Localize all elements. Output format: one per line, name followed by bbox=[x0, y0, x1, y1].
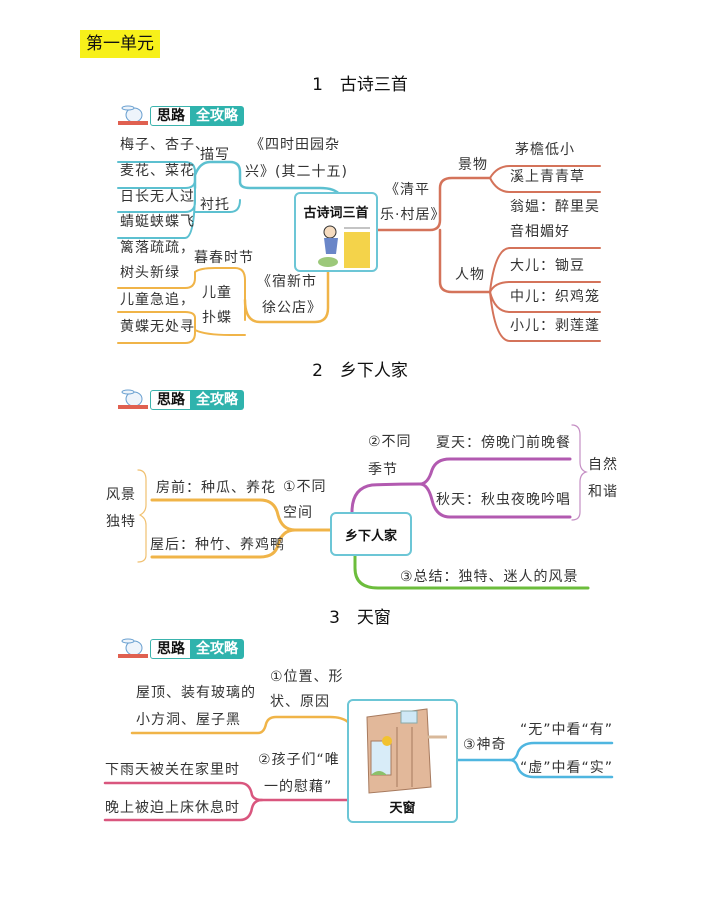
branch-lines-blue bbox=[454, 741, 614, 779]
branch-line-green bbox=[353, 551, 590, 590]
badge-part1: 思路 bbox=[150, 390, 192, 410]
badge-strategy: 思路 全攻略 bbox=[110, 388, 245, 410]
rabbit-reading-icon bbox=[118, 638, 148, 658]
branch-lines-purple bbox=[350, 457, 572, 519]
badge-part1: 思路 bbox=[150, 639, 192, 659]
node-text: ②不同 bbox=[368, 434, 412, 450]
badge-part2: 全攻略 bbox=[190, 106, 244, 126]
node-text: 暮春时节 bbox=[194, 250, 254, 266]
node-text: 状、原因 bbox=[270, 694, 330, 710]
rabbit-reading-icon bbox=[118, 389, 148, 409]
node-text: 描写 bbox=[200, 147, 230, 163]
node-text: 夏天：傍晚门前晚餐 bbox=[436, 435, 571, 451]
node-text: 梅子、杏子、 bbox=[120, 137, 210, 153]
node-text: 儿童急追， bbox=[120, 292, 195, 308]
unit-label: 第一单元 bbox=[80, 30, 160, 58]
node-text: 黄蝶无处寻 bbox=[120, 319, 195, 335]
branch-lines-red bbox=[374, 165, 601, 342]
branch-lines-cyan bbox=[117, 160, 342, 239]
node-text: 屋顶、装有玻璃的 bbox=[136, 685, 256, 701]
node-text: 小方洞、屋子黑 bbox=[136, 712, 241, 728]
badge-part2: 全攻略 bbox=[190, 390, 244, 410]
node-text: 大儿：锄豆 bbox=[510, 258, 585, 274]
poem-title: 《宿新市 bbox=[257, 274, 317, 290]
center-label: 古诗词三首 bbox=[303, 206, 369, 221]
node-text: 溪上青青草 bbox=[510, 169, 585, 185]
center-node-lesson1: 古诗词三首 bbox=[294, 192, 378, 272]
badge-strategy: 思路 全攻略 bbox=[110, 104, 245, 126]
badge-part2: 全攻略 bbox=[190, 639, 244, 659]
node-text: 空间 bbox=[283, 505, 313, 521]
node-text: 小儿：剥莲蓬 bbox=[510, 318, 600, 334]
center-node-lesson2: 乡下人家 bbox=[330, 512, 412, 556]
node-text: 季节 bbox=[368, 462, 398, 478]
node-text: ②孩子们“唯 bbox=[258, 752, 340, 768]
lesson1-title: 1 古诗三首 bbox=[312, 75, 408, 95]
node-text: ①不同 bbox=[283, 479, 327, 495]
node-text: 翁媪：醉里吴 bbox=[510, 199, 600, 215]
lesson3-title: 3 天窗 bbox=[329, 608, 391, 628]
badge-part1: 思路 bbox=[150, 106, 192, 126]
node-text: 独特 bbox=[106, 514, 136, 530]
node-text: 人物 bbox=[455, 267, 485, 283]
node-text: 中儿：织鸡笼 bbox=[510, 289, 600, 305]
node-text: 房前：种瓜、养花 bbox=[156, 480, 276, 496]
node-text: “无”中看“有” bbox=[520, 722, 614, 738]
skylight-illustration bbox=[366, 708, 447, 794]
node-text: 茅檐低小 bbox=[515, 142, 575, 158]
brace-left bbox=[137, 469, 147, 563]
node-text: 儿童 bbox=[202, 285, 232, 301]
node-text: 自然 bbox=[588, 457, 618, 473]
brace-right bbox=[571, 424, 588, 521]
node-text: 日长无人过 bbox=[120, 189, 195, 205]
node-text: ③神奇 bbox=[463, 737, 507, 753]
branch-lines-orange-2 bbox=[150, 498, 332, 559]
center-node-lesson3: 天窗 bbox=[347, 699, 458, 823]
node-text: 景物 bbox=[458, 157, 488, 173]
node-text: ①位置、形 bbox=[270, 669, 344, 685]
node-text: 和谐 bbox=[588, 484, 618, 500]
poem-title: 《四时田园杂 bbox=[250, 137, 340, 153]
lesson2-title: 2 乡下人家 bbox=[312, 361, 408, 381]
node-text: 秋天：秋虫夜晚吟唱 bbox=[436, 492, 571, 508]
node-text: “虚”中看“实” bbox=[520, 760, 614, 776]
node-text: 树头新绿 bbox=[120, 265, 180, 281]
branch-lines-pink bbox=[103, 781, 350, 822]
node-text: 衬托 bbox=[200, 197, 230, 213]
node-text: 一的慰藉” bbox=[264, 779, 333, 795]
poem-title: 徐公店》 bbox=[262, 300, 322, 316]
boy-illustration bbox=[318, 225, 370, 268]
poem-title: 《清平 bbox=[385, 182, 430, 198]
rabbit-reading-icon bbox=[118, 105, 148, 125]
node-text: 晚上被迫上床休息时 bbox=[105, 800, 240, 816]
node-text: 篱落疏疏， bbox=[120, 240, 195, 256]
center-label: 乡下人家 bbox=[344, 529, 397, 544]
poem-title: 兴》(其二十五) bbox=[245, 164, 348, 180]
badge-strategy: 思路 全攻略 bbox=[110, 637, 245, 659]
branch-line-orange-3 bbox=[130, 715, 350, 735]
node-text: 麦花、菜花 bbox=[120, 163, 195, 179]
node-text: 下雨天被关在家里时 bbox=[105, 762, 240, 778]
branch-lines-orange bbox=[117, 267, 330, 344]
poem-title: 乐·村居》 bbox=[380, 207, 446, 223]
node-text: 屋后：种竹、养鸡鸭 bbox=[150, 537, 285, 553]
node-text: 音相媚好 bbox=[510, 224, 570, 240]
center-label: 天窗 bbox=[389, 801, 416, 816]
node-text: 扑蝶 bbox=[202, 310, 232, 326]
node-text: 风景 bbox=[106, 487, 136, 503]
node-text: ③总结：独特、迷人的风景 bbox=[400, 569, 579, 585]
node-text: 蜻蜓蛱蝶飞 bbox=[120, 214, 195, 230]
